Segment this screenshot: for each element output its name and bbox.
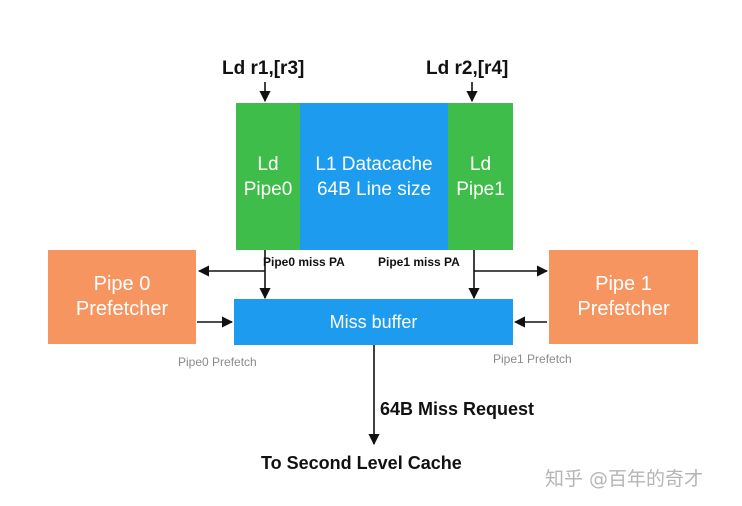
load-left-label: Ld r1,[r3] bbox=[222, 58, 305, 79]
pipe1-prefetcher-box: Pipe 1 Prefetcher bbox=[549, 250, 698, 344]
miss-request-label: 64B Miss Request bbox=[380, 399, 535, 419]
pipe0-prefetcher-box: Pipe 0 Prefetcher bbox=[48, 250, 196, 344]
miss-buffer-box: Miss buffer bbox=[234, 299, 513, 345]
ld-pipe0-box: Ld Pipe0 bbox=[236, 103, 300, 250]
second-level-cache-label: To Second Level Cache bbox=[261, 453, 462, 473]
pipe0-prefetch-label: Pipe0 Prefetch bbox=[178, 355, 257, 369]
pipe1-miss-label: Pipe1 miss PA bbox=[378, 255, 460, 269]
pipe1-prefetch-label: Pipe1 Prefetch bbox=[493, 352, 572, 366]
pipe0-miss-label: Pipe0 miss PA bbox=[263, 255, 345, 269]
l1-datacache-box: L1 Datacache 64B Line size bbox=[300, 103, 448, 250]
ld-pipe1-box: Ld Pipe1 bbox=[448, 103, 513, 250]
load-right-label: Ld r2,[r4] bbox=[426, 58, 509, 79]
watermark-text: 知乎 @百年的奇才 bbox=[545, 468, 704, 490]
